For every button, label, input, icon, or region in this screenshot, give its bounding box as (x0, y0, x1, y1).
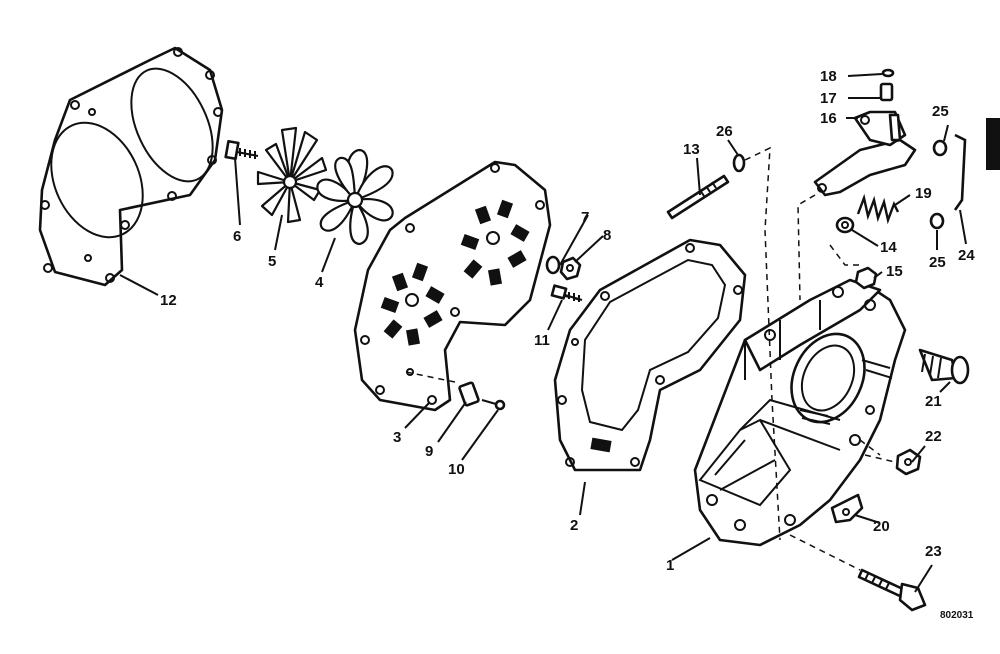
callout-22: 22 (925, 428, 942, 445)
leader-lines (119, 73, 967, 593)
callout-26: 26 (716, 123, 733, 140)
part-5-reed-star (256, 126, 328, 224)
figure-code: 802031 (940, 610, 974, 621)
callout-4: 4 (315, 274, 324, 291)
callout-24: 24 (958, 247, 975, 264)
part-10-screw (481, 399, 506, 411)
part-3-reed-plate (353, 160, 552, 412)
callout-17: 17 (820, 90, 837, 107)
part-15-nut (854, 266, 878, 290)
section-index-tab (986, 118, 1000, 170)
part-18-clip (881, 68, 895, 78)
part-14-bushing (835, 216, 855, 234)
part-20-clamp (830, 493, 864, 524)
callout-12: 12 (160, 292, 177, 309)
callout-5: 5 (268, 253, 276, 270)
callout-20: 20 (873, 518, 890, 535)
callout-18: 18 (820, 68, 837, 85)
part-1-housing (693, 278, 907, 547)
callout-6: 6 (233, 228, 241, 245)
part-2-gasket (553, 238, 747, 472)
callout-23: 23 (925, 543, 942, 560)
part-22-nut (895, 448, 922, 476)
part-21-screw (918, 348, 970, 385)
callout-11: 11 (534, 332, 550, 349)
part-9-pin (458, 381, 480, 407)
part-26-washer (732, 153, 746, 173)
callout-13: 13 (683, 141, 700, 158)
part-8-nut (559, 256, 582, 281)
part-24-link-rod (953, 133, 967, 211)
part-11-screw (550, 284, 583, 302)
callout-3: 3 (393, 429, 401, 446)
part-12-gasket (38, 46, 224, 287)
callout-25-lower: 25 (929, 254, 946, 271)
callout-14: 14 (880, 239, 897, 256)
part-23-bolt (857, 568, 927, 612)
part-6-screw (224, 139, 259, 161)
part-16-lever (813, 110, 917, 197)
callout-8: 8 (603, 227, 611, 244)
callout-labels: 1 2 3 4 5 6 7 8 9 10 11 12 13 14 15 16 1… (160, 68, 975, 621)
callout-19: 19 (915, 185, 932, 202)
callout-2: 2 (570, 517, 578, 534)
part-4-reed-flower (316, 148, 394, 246)
part-25-grommet-upper (932, 139, 948, 157)
part-25-grommet-lower (929, 212, 945, 230)
callout-9: 9 (425, 443, 433, 460)
assembly-centerlines (405, 146, 896, 571)
callout-1: 1 (666, 557, 674, 574)
callout-15: 15 (886, 263, 903, 280)
callout-7: 7 (581, 209, 589, 226)
part-19-spring (856, 193, 900, 225)
part-17-pin (879, 82, 894, 102)
callout-25-upper: 25 (932, 103, 949, 120)
callout-10: 10 (448, 461, 465, 478)
callout-21: 21 (925, 393, 942, 410)
part-7-washer (545, 255, 561, 275)
callout-16: 16 (820, 110, 837, 127)
